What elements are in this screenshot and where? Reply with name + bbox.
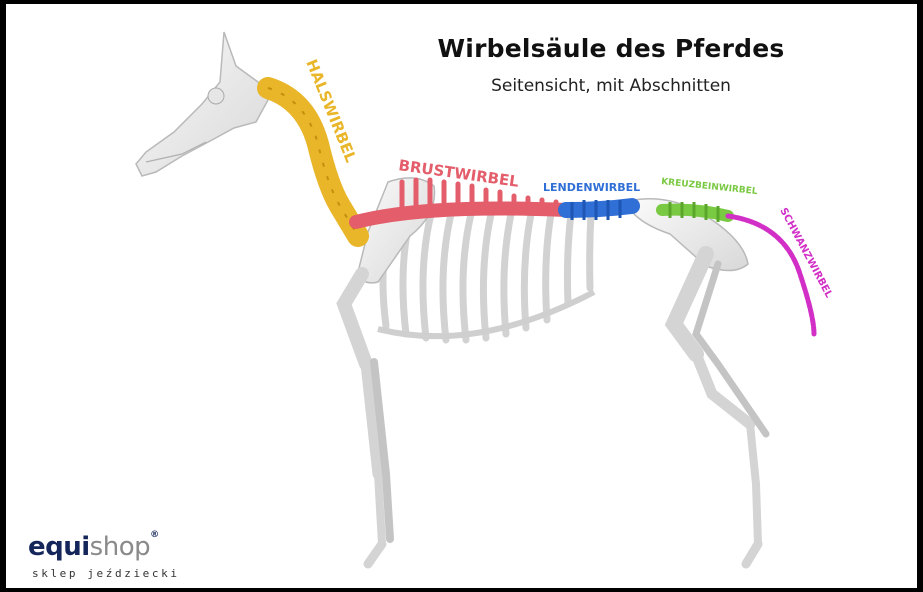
horse-skeleton-illustration: HALSWIRBEL BRUSTWIRBEL LENDENWIRBEL KREU… bbox=[6, 4, 917, 588]
label-kreuzbeinwirbel: KREUZBEINWIRBEL bbox=[661, 177, 759, 197]
logo-tagline: sklep jeździecki bbox=[32, 567, 180, 580]
equishop-logo: equishop® bbox=[28, 532, 159, 562]
logo-part-1: equi bbox=[28, 532, 90, 562]
diagram-canvas: Wirbelsäule des Pferdes Seitensicht, mit… bbox=[6, 4, 917, 588]
registered-mark: ® bbox=[150, 530, 159, 540]
hind-leg bbox=[674, 254, 766, 564]
lumbar-vertebrae bbox=[566, 200, 632, 220]
skull bbox=[136, 32, 268, 176]
logo-part-2: shop bbox=[90, 532, 150, 562]
label-lendenwirbel: LENDENWIRBEL bbox=[543, 181, 640, 194]
